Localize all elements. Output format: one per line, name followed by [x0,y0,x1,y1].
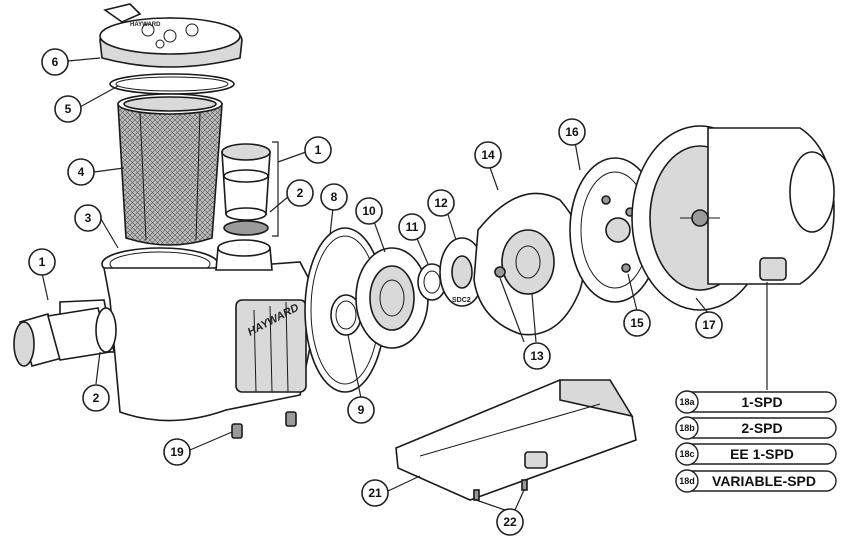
seal-plate [473,192,586,336]
svg-text:22: 22 [503,515,517,529]
lid-o-ring [109,73,235,95]
svg-text:10: 10 [362,204,376,218]
svg-text:2-SPD: 2-SPD [741,420,782,436]
callout-5: 5 [54,95,82,123]
svg-text:13: 13 [530,349,544,363]
union-fitting-top [221,143,271,236]
callout-12: 12 [427,189,455,217]
impeller-marking: SDC2 [452,297,471,304]
svg-text:2: 2 [93,391,100,405]
svg-text:VARIABLE-SPD: VARIABLE-SPD [712,473,816,489]
svg-text:15: 15 [630,316,644,330]
svg-text:6: 6 [52,55,59,69]
svg-text:18a: 18a [679,397,695,407]
callout-10: 10 [355,197,383,225]
strainer-basket [117,93,223,246]
svg-text:21: 21 [368,486,382,500]
callout-1-left: 1 [28,248,56,276]
callout-4: 4 [67,158,95,186]
callout-2-top: 2 [286,179,314,207]
motor-support-base [395,379,637,501]
svg-text:14: 14 [481,148,495,162]
callout-15: 15 [623,309,651,337]
svg-text:1-SPD: 1-SPD [741,394,782,410]
callout-22: 22 [496,508,524,536]
impeller: SDC2 [439,237,485,307]
motor-option-18b: 18b 2-SPD [675,416,837,440]
drain-plugs [231,411,297,439]
svg-text:4: 4 [78,165,85,179]
union-fitting-left [13,307,117,367]
svg-text:12: 12 [434,196,448,210]
callout-3: 3 [74,204,102,232]
callout-21: 21 [361,479,389,507]
motor-option-18d: 18d VARIABLE-SPD [675,469,837,493]
diffuser-o-ring [330,294,362,336]
callout-14: 14 [474,141,502,169]
svg-text:17: 17 [702,318,716,332]
svg-text:19: 19 [170,445,184,459]
callout-2-left: 2 [82,384,110,412]
callout-13: 13 [523,342,551,370]
callout-19: 19 [163,438,191,466]
svg-text:18b: 18b [679,423,695,433]
svg-text:5: 5 [65,102,72,116]
svg-text:16: 16 [565,125,579,139]
svg-text:18d: 18d [679,476,695,486]
callout-9: 9 [347,396,375,424]
motor-option-18a: 18a 1-SPD [675,390,837,414]
motor-option-18c: 18c EE 1-SPD [675,442,837,466]
svg-text:1: 1 [39,255,46,269]
svg-text:8: 8 [331,190,338,204]
callout-16: 16 [558,118,586,146]
svg-text:3: 3 [85,211,92,225]
svg-text:1: 1 [315,143,322,157]
lid-brand-text: HAYWARD [130,22,161,28]
svg-text:2: 2 [297,186,304,200]
callout-11: 11 [398,213,426,241]
motor [631,125,835,311]
strainer-cover: HAYWARD [99,3,243,68]
diffuser [355,247,429,349]
svg-text:EE 1-SPD: EE 1-SPD [730,446,794,462]
callout-6: 6 [41,48,69,76]
svg-text:18c: 18c [679,449,694,459]
svg-text:9: 9 [358,403,365,417]
callout-8: 8 [320,183,348,211]
callout-1-top: 1 [304,136,332,164]
svg-text:11: 11 [406,220,419,234]
callout-17: 17 [695,311,723,339]
